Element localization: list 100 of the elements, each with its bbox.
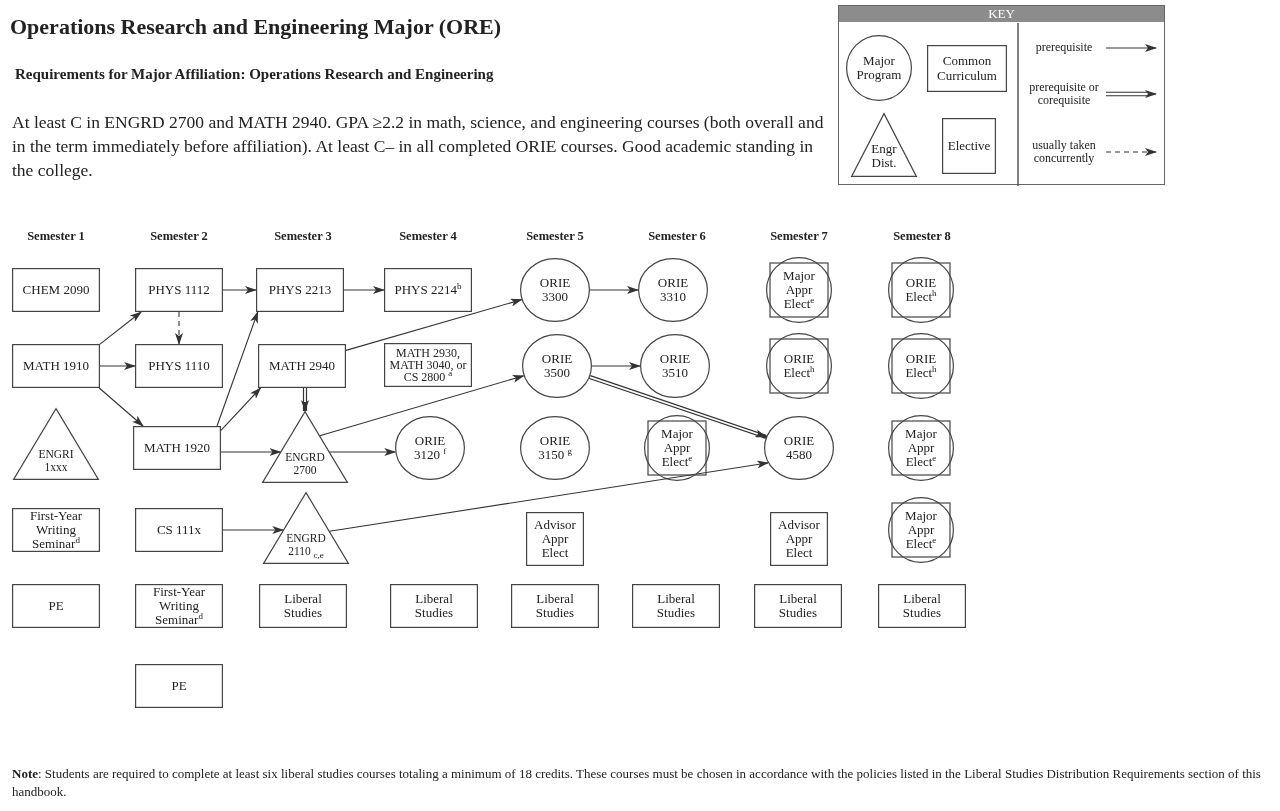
- course-name: PHYS 1110: [148, 359, 210, 373]
- course-name: Major Appr Elect$^{e}$: [904, 426, 938, 470]
- course-name: ORIE 3120 $^{f}$: [412, 433, 448, 463]
- arrow: [98, 387, 144, 427]
- semester-heading: Semester 1: [26, 229, 86, 244]
- elective-box: [770, 512, 828, 566]
- course-name: PE: [48, 599, 64, 613]
- elective-circle-box: [766, 333, 832, 399]
- course-name: MATH 2940: [268, 359, 336, 373]
- course-box: [256, 268, 344, 312]
- course-box: [384, 268, 472, 312]
- course-box: [133, 426, 221, 470]
- course-name: Major Appr Elect$^{e}$: [904, 508, 938, 552]
- course-name: Liberal Studies: [534, 591, 576, 621]
- course-triangle: [851, 113, 917, 177]
- arrow: [216, 311, 259, 427]
- course-name: Engr Dist.: [870, 141, 898, 170]
- elective-circle-box: [888, 257, 954, 323]
- course-box: [390, 584, 478, 628]
- elective-circle-box: [888, 415, 954, 481]
- course-name: First-Year Writing Seminar$^{d}$: [28, 508, 84, 552]
- course-circle: [520, 416, 590, 480]
- course-triangle: [13, 408, 99, 480]
- arrow: [589, 286, 639, 294]
- course-name: PHYS 1112: [148, 283, 210, 297]
- course-name: Liberal Studies: [777, 591, 819, 621]
- course-name: ORIE 3510: [658, 351, 692, 381]
- legend-label: prerequisite or corequisite: [1028, 78, 1100, 109]
- arrow: [99, 311, 142, 345]
- elective-circle-box: [888, 333, 954, 399]
- course-name: PHYS 2214$^{b}$: [394, 283, 462, 297]
- course-box: [259, 584, 347, 628]
- arrow: [220, 387, 262, 431]
- requirements-paragraph: At least C in ENGRD 2700 and MATH 2940. GPA ≥2.2 in math, science, and engineering courses (both overall and in the term immediately before affiliation). At least C– in all completed ORIE courses. Good academic standing in the college.: [12, 111, 824, 182]
- course-name: Liberal Studies: [413, 591, 455, 621]
- course-name: First-Year Writing Seminar$^{d}$: [151, 584, 207, 628]
- course-name: Major Appr Elect$^{e}$: [782, 268, 816, 312]
- course-name: ORIE 3150 $^{g}$: [537, 433, 573, 463]
- arrow: [328, 460, 769, 532]
- course-name: ORIE 4580: [782, 433, 816, 463]
- arrow: [175, 311, 183, 345]
- course-box: [135, 584, 223, 628]
- course-name: ORIE Elect$^{h}$: [904, 351, 938, 381]
- course-name: Liberal Studies: [901, 591, 943, 621]
- course-box: [927, 45, 1007, 92]
- course-box: [12, 344, 100, 388]
- course-name: MATH 2930, MATH 3040, or CS 2800 $^{a}$: [388, 347, 468, 383]
- course-circle: [640, 334, 710, 398]
- arrow: [328, 448, 397, 456]
- arrow: [345, 298, 523, 351]
- course-name: PE: [171, 679, 187, 693]
- course-box: [632, 584, 720, 628]
- course-name: Advisor Appr Elect: [533, 517, 577, 561]
- course-box: [135, 344, 223, 388]
- section-heading: Requirements for Major Affiliation: Operations Research and Engineering: [15, 65, 495, 84]
- diagram-title: Operations Research and Engineering Major (ORE): [10, 14, 502, 40]
- note-paragraph: Note: Students are required to complete at least six liberal studies courses totaling a minimum of 18 credits. These courses must be chosen in accordance with the policies listed in the Liberal Studies Distribution Requirements section of this handbook.: [12, 765, 1262, 801]
- arrow: [589, 375, 768, 439]
- elective-circle-box: [888, 497, 954, 563]
- course-name: PHYS 2213: [268, 283, 332, 297]
- course-name: MATH 1920: [143, 441, 211, 455]
- course-name: ORIE Elect$^{h}$: [782, 351, 816, 381]
- course-name: Major Appr Elect$^{e}$: [660, 426, 694, 470]
- course-name: ORIE Elect$^{h}$: [904, 275, 938, 305]
- course-name: ENGRI 1xxx: [37, 448, 75, 473]
- course-box: [258, 344, 346, 388]
- course-box: [135, 508, 223, 552]
- course-box: [135, 268, 223, 312]
- course-name: ENGRD 2110 $_{c,e}$: [285, 532, 327, 557]
- course-name: Elective: [947, 139, 991, 153]
- course-name: Advisor Appr Elect: [777, 517, 821, 561]
- course-name: ORIE 3300: [538, 275, 572, 305]
- course-box: [511, 584, 599, 628]
- semester-heading: Semester 7: [769, 229, 829, 244]
- course-name: ORIE 3500: [540, 351, 574, 381]
- course-name: Liberal Studies: [282, 591, 324, 621]
- elective-circle-box: [766, 257, 832, 323]
- arrow: [343, 286, 385, 294]
- arrow: [220, 448, 282, 456]
- course-circle: [522, 334, 592, 398]
- course-name: CHEM 2090: [22, 283, 90, 297]
- elective-box: [526, 512, 584, 566]
- course-name: Major Program: [855, 53, 903, 83]
- course-name: CS 111x: [156, 523, 202, 537]
- semester-heading: Semester 8: [892, 229, 952, 244]
- semester-heading: Semester 2: [149, 229, 209, 244]
- semester-heading: Semester 3: [273, 229, 333, 244]
- course-circle: [764, 416, 834, 480]
- course-circle: [395, 416, 465, 480]
- course-name: ENGRD 2700: [284, 451, 326, 476]
- arrow: [591, 362, 641, 370]
- arrow: [319, 375, 525, 437]
- course-box: [878, 584, 966, 628]
- arrow: [222, 526, 285, 534]
- course-circle: [846, 35, 912, 101]
- course-name: ORIE 3310: [656, 275, 690, 305]
- arrow: [301, 388, 309, 412]
- course-box: [12, 508, 100, 552]
- semester-heading: Semester 4: [398, 229, 458, 244]
- course-circle: [638, 258, 708, 322]
